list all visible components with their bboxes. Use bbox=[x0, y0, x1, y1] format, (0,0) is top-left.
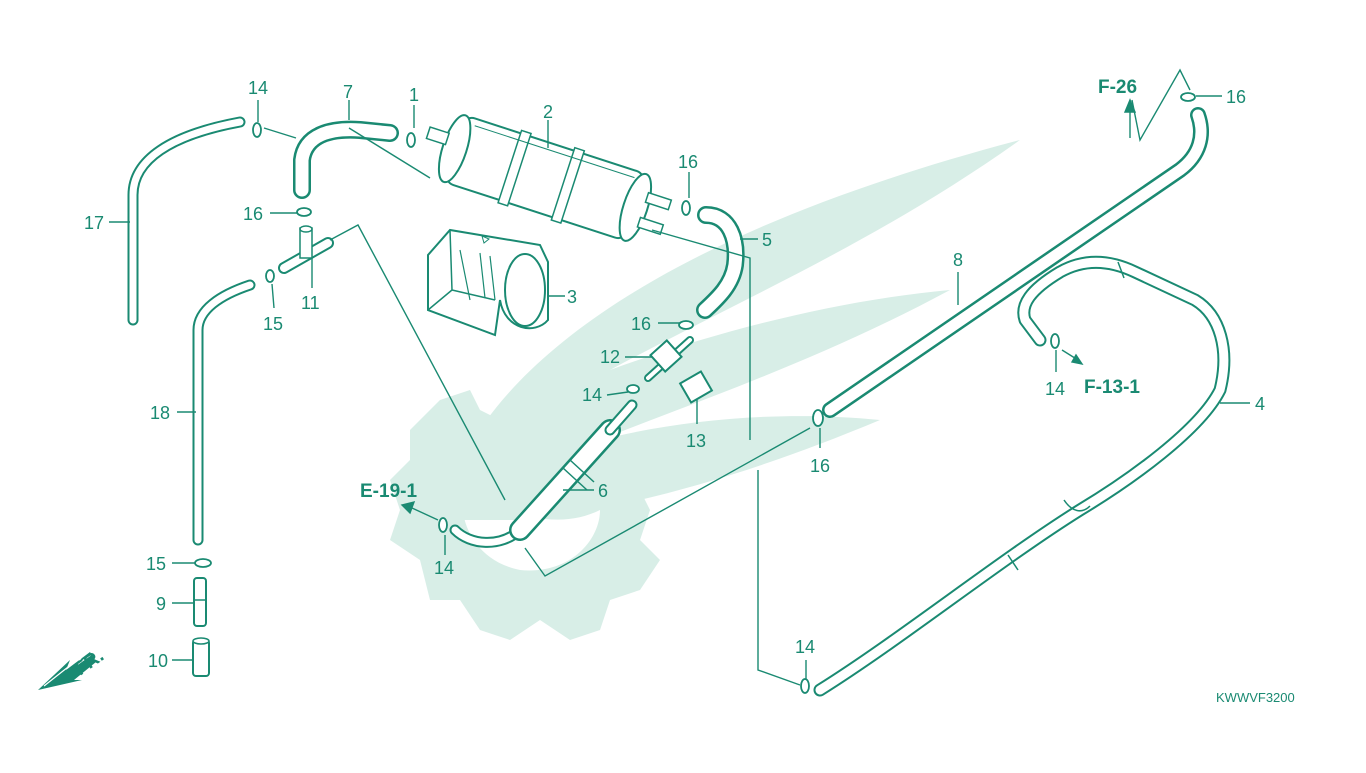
fuel-filter-canister bbox=[425, 114, 673, 242]
ref-f13-1: F-13-1 bbox=[1084, 377, 1140, 398]
ref-f26: F-26 bbox=[1098, 77, 1137, 98]
reference-arrows bbox=[400, 98, 1137, 521]
label-3: 3 bbox=[567, 287, 577, 307]
label-14-hose4: 14 bbox=[795, 637, 815, 657]
label-17: 17 bbox=[84, 213, 104, 233]
label-14-top: 14 bbox=[248, 78, 268, 98]
hose-18 bbox=[192, 279, 256, 546]
canister-holder bbox=[427, 228, 549, 337]
label-9: 9 bbox=[156, 594, 166, 614]
joint-9 bbox=[193, 577, 207, 627]
hose-5 bbox=[696, 206, 745, 319]
hose-17 bbox=[127, 116, 246, 326]
reference-labels: F-26 F-13-1 E-19-1 bbox=[360, 77, 1140, 502]
label-8: 8 bbox=[953, 250, 963, 270]
label-1: 1 bbox=[409, 85, 419, 105]
label-16-hose8: 16 bbox=[810, 456, 830, 476]
label-15-bottom: 15 bbox=[146, 554, 166, 574]
drawing-code: KWWVF3200 bbox=[1216, 690, 1295, 705]
hose-8 bbox=[822, 107, 1209, 418]
tee-joint bbox=[278, 225, 334, 274]
label-14-bottom: 14 bbox=[434, 558, 454, 578]
clips bbox=[194, 92, 1196, 694]
label-15-top: 15 bbox=[263, 314, 283, 334]
label-12: 12 bbox=[600, 347, 620, 367]
check-valve bbox=[644, 336, 694, 382]
label-4: 4 bbox=[1255, 394, 1265, 414]
label-6: 6 bbox=[598, 481, 608, 501]
hose-6 bbox=[449, 399, 638, 548]
label-14-mid: 14 bbox=[582, 385, 602, 405]
label-16-tee: 16 bbox=[243, 204, 263, 224]
label-5: 5 bbox=[762, 230, 772, 250]
hose-7 bbox=[293, 120, 399, 199]
label-16-valve: 16 bbox=[631, 314, 651, 334]
hose-4 bbox=[813, 255, 1231, 697]
leader-lines bbox=[109, 68, 1250, 686]
label-14-right: 14 bbox=[1045, 379, 1065, 399]
label-16-filter: 16 bbox=[678, 152, 698, 172]
ref-e19-1: E-19-1 bbox=[360, 481, 417, 502]
front-direction-arrow-icon bbox=[38, 652, 96, 690]
label-18: 18 bbox=[150, 403, 170, 423]
label-16-top-right: 16 bbox=[1226, 87, 1246, 107]
label-10: 10 bbox=[148, 651, 168, 671]
label-11: 11 bbox=[301, 293, 320, 313]
label-2: 2 bbox=[543, 102, 553, 122]
label-13: 13 bbox=[686, 431, 706, 451]
cap-10 bbox=[192, 637, 210, 677]
part-labels: 14 7 1 2 3 16 5 16 12 14 13 6 14 16 11 1… bbox=[84, 78, 1265, 671]
label-7: 7 bbox=[343, 82, 353, 102]
cap bbox=[678, 370, 714, 404]
